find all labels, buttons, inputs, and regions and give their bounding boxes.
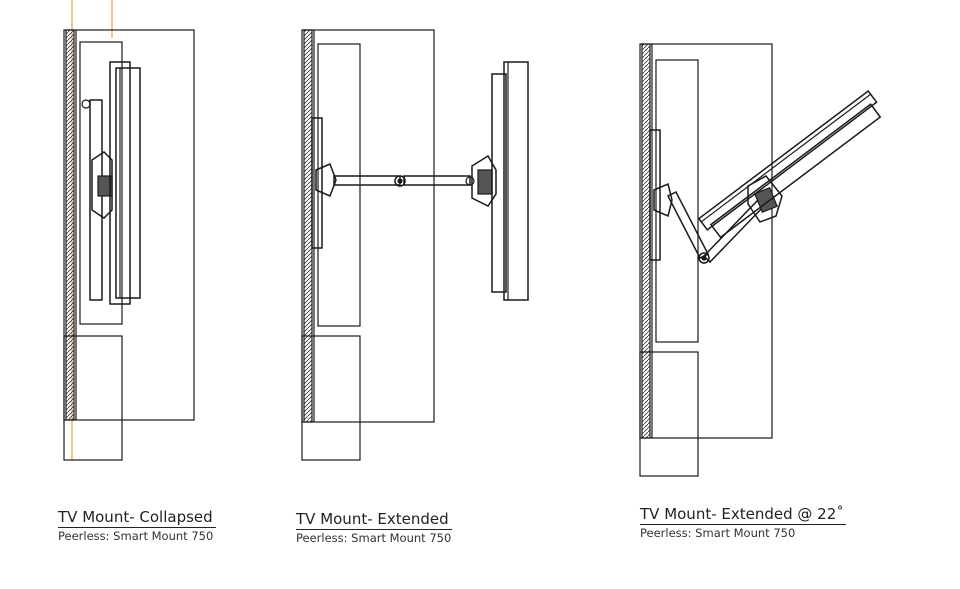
mount-plate: [649, 129, 661, 261]
title-underline: [296, 529, 452, 530]
arm-segment: [333, 175, 401, 186]
view-title: TV Mount- Collapsed: [58, 508, 213, 526]
mount-plate: [311, 117, 323, 249]
inner-panel: [655, 59, 699, 343]
view-title: TV Mount- Extended @ 22˚: [640, 505, 844, 523]
cabinet-outline: [63, 29, 195, 421]
wall-hatch: [641, 43, 651, 439]
arm-segment: [666, 190, 710, 260]
cabinet-outline: [639, 43, 773, 439]
view-subtitle: Peerless: Smart Mount 750: [58, 529, 214, 543]
view-collapsed: [63, 0, 195, 461]
title-underline: [58, 527, 216, 528]
mount-plate: [89, 99, 103, 301]
tv-panel: [709, 103, 882, 239]
arm-joint: [394, 175, 406, 187]
caption-extended: TV Mount- Extended Peerless: Smart Mount…: [296, 510, 452, 546]
cabinet-outline: [301, 29, 435, 423]
wall-hatch: [65, 29, 75, 421]
lower-block: [63, 335, 123, 461]
arm-segment: [403, 175, 471, 186]
view-title: TV Mount- Extended: [296, 510, 449, 528]
view-subtitle: Peerless: Smart Mount 750: [640, 526, 796, 540]
tv-panel: [491, 73, 507, 293]
caption-extended-angled: TV Mount- Extended @ 22˚ Peerless: Smart…: [640, 505, 846, 541]
view-extended-angled: [639, 43, 882, 477]
caption-collapsed: TV Mount- Collapsed Peerless: Smart Moun…: [58, 508, 216, 544]
arm-joint: [698, 252, 710, 264]
wall-hatch: [303, 29, 313, 423]
tv-panel: [109, 61, 131, 305]
view-extended: [301, 29, 529, 461]
lower-block: [301, 335, 361, 461]
inner-panel: [79, 41, 123, 325]
view-subtitle: Peerless: Smart Mount 750: [296, 531, 452, 545]
lower-block: [639, 351, 699, 477]
title-underline: [640, 524, 846, 525]
